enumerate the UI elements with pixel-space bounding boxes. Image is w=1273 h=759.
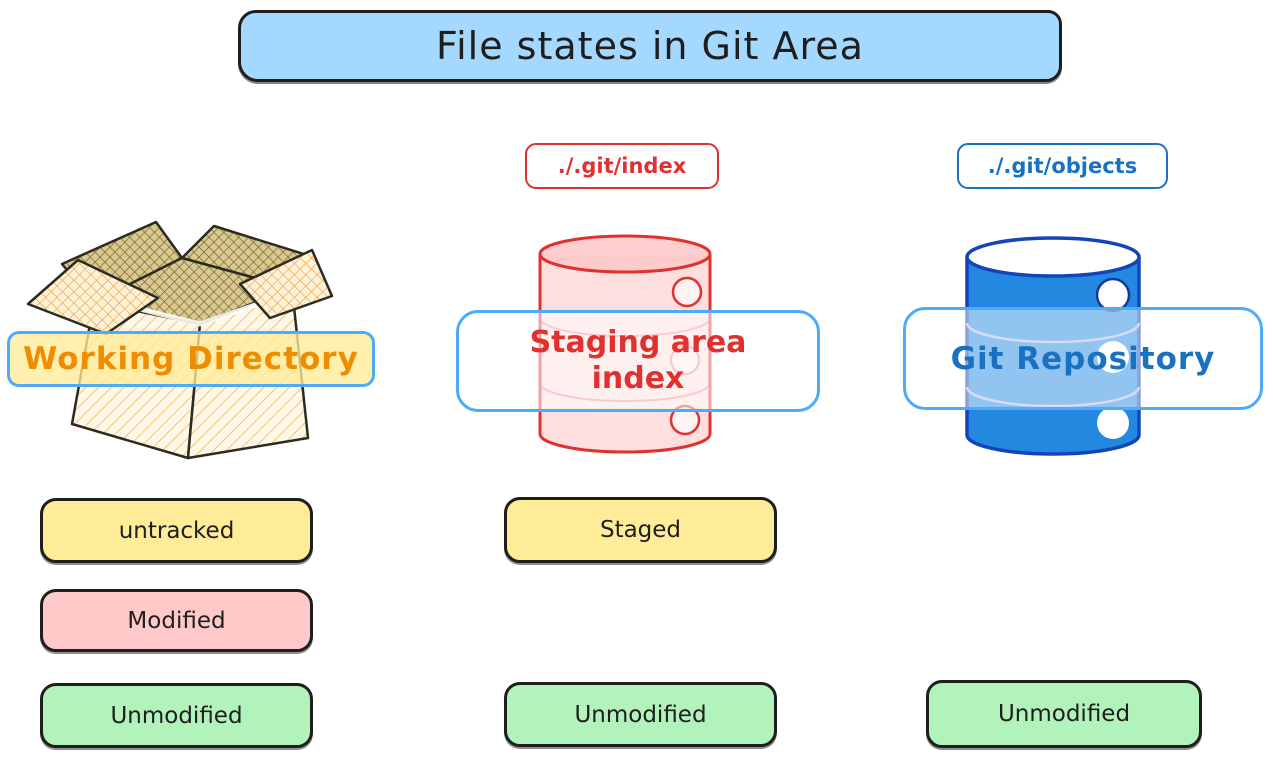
state-pill-untracked-text: untracked (118, 517, 235, 544)
git-repository-label-text: Git Repository (950, 340, 1216, 377)
working-directory-label-text: Working Directory (23, 341, 359, 377)
title-box: File states in Git Area (238, 10, 1062, 82)
diagram-title: File states in Git Area (436, 24, 864, 68)
state-pill-modified-text: Modified (127, 607, 226, 634)
git-repository-label: Git Repository (903, 307, 1263, 410)
git-index-path-text: ./.git/index (557, 154, 687, 178)
state-pill-untracked: untracked (40, 498, 313, 563)
state-pill-unmodified-working: Unmodified (40, 683, 313, 748)
state-pill-staged-text: Staged (599, 517, 682, 543)
git-objects-path-badge: ./.git/objects (957, 143, 1168, 189)
state-pill-unmodified-working-text: Unmodified (110, 702, 243, 729)
working-directory-label: Working Directory (7, 331, 375, 387)
open-cardboard-box-icon (26, 220, 334, 460)
staging-area-label-line1: Staging area (529, 325, 747, 360)
git-objects-path-text: ./.git/objects (987, 154, 1138, 178)
state-pill-unmodified-repository: Unmodified (926, 680, 1202, 748)
staging-area-label: Staging area index (456, 310, 820, 412)
state-pill-staged: Staged (504, 497, 777, 563)
state-pill-unmodified-staging-text: Unmodified (574, 701, 707, 728)
state-pill-modified: Modified (40, 589, 313, 652)
git-index-path-badge: ./.git/index (525, 143, 719, 189)
staging-area-label-line2: index (591, 361, 685, 396)
state-pill-unmodified-staging: Unmodified (504, 682, 777, 747)
state-pill-unmodified-repository-text: Unmodified (997, 701, 1131, 727)
